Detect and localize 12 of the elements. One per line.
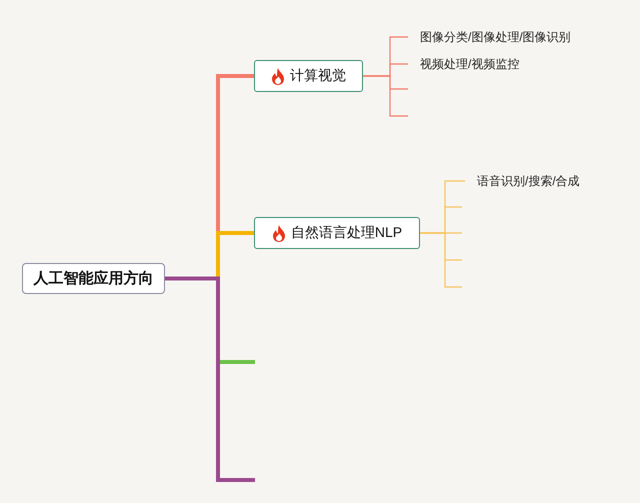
topic-label: 自然语言处理NLP xyxy=(290,224,402,242)
root-box xyxy=(22,263,165,294)
topic-label: 计算视觉 xyxy=(290,67,346,85)
branch-text: 语音识别/搜索/合成 xyxy=(477,172,580,190)
branch-text: 视频处理/视频监控 xyxy=(420,56,520,72)
topic-box xyxy=(254,217,420,249)
branch-line xyxy=(165,276,255,482)
topic-box xyxy=(254,60,363,92)
branch-text: 图像分类/图像处理/图像识别 xyxy=(420,28,571,46)
topic-label: 人工智能应用方向 xyxy=(34,269,154,288)
branch-line xyxy=(363,75,408,117)
branch-line xyxy=(420,232,462,288)
